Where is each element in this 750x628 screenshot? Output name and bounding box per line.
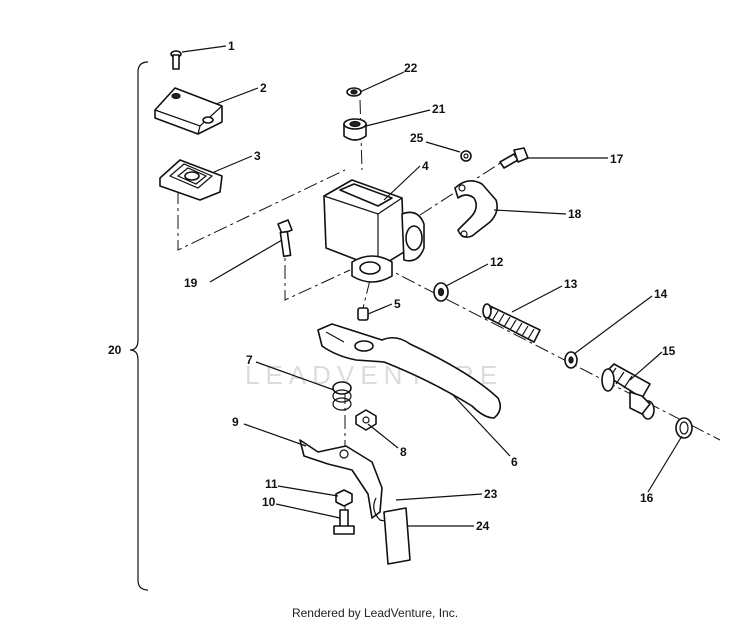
screw-part-10[interactable] [333,509,355,535]
callout-10: 10 [262,495,276,509]
bleeder-part-25[interactable] [460,150,472,162]
alignment-lines [177,99,721,530]
master-cylinder-part-4[interactable] [323,179,425,283]
callout-6: 6 [511,455,518,469]
callout-15: 15 [662,344,676,358]
callout-23: 23 [484,487,498,501]
nut-part-11[interactable] [335,489,353,507]
circlip-part-16[interactable] [675,417,693,439]
callout-22: 22 [404,61,418,75]
callout-20: 20 [108,343,122,357]
callout-13: 13 [564,277,578,291]
callout-19: 19 [184,276,198,290]
callout-12: 12 [490,255,504,269]
diaphragm-part-3[interactable] [159,159,223,201]
cap-part-22[interactable] [346,87,362,97]
callout-16: 16 [640,491,654,505]
washer-part-12[interactable] [433,282,449,302]
callout-14: 14 [654,287,668,301]
callout-7: 7 [246,353,253,367]
callout-labels: 1 2 3 4 5 6 7 8 9 10 11 12 13 14 15 16 1… [108,39,676,533]
brake-lever-part-6[interactable] [317,323,502,419]
callout-2: 2 [260,81,267,95]
washer-part-14[interactable] [564,351,578,369]
switch-part-24[interactable] [383,507,411,565]
callout-17: 17 [610,152,624,166]
callout-21: 21 [432,102,446,116]
assembly-bracket [129,61,149,591]
callout-5: 5 [394,297,401,311]
callout-18: 18 [568,207,582,221]
callout-11: 11 [265,477,278,491]
leader-lines [181,45,683,527]
switch-bracket-part-9[interactable] [299,439,383,519]
footer-credit: Rendered by LeadVenture, Inc. [291,606,459,620]
callout-8: 8 [400,445,407,459]
callout-4: 4 [422,159,429,173]
reservoir-cover-part-2[interactable] [154,87,223,135]
clamp-part-18[interactable] [454,180,498,238]
callout-3: 3 [254,149,261,163]
spring-part-13[interactable] [482,303,541,343]
screw-part-1[interactable] [170,50,182,70]
callout-9: 9 [232,415,239,429]
bolt-part-17[interactable] [499,147,529,169]
callout-25: 25 [410,131,424,145]
piston-part-15[interactable] [601,363,655,420]
torsion-spring-part-7[interactable] [332,381,352,411]
spacer-part-5[interactable] [357,307,369,321]
bushing-part-21[interactable] [343,118,367,141]
nut-part-8[interactable] [355,409,377,431]
pivot-bolt-part-19[interactable] [277,219,293,258]
callout-1: 1 [228,39,235,53]
callout-24: 24 [476,519,490,533]
